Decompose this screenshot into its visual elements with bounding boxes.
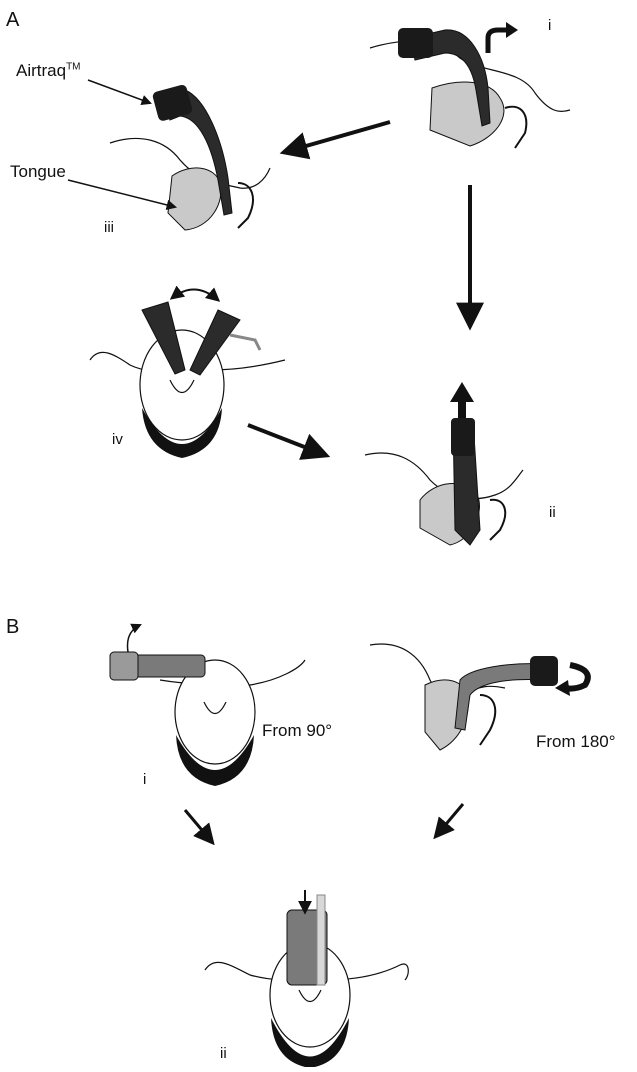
panel-a-i-lateral-view — [370, 22, 570, 148]
trachea — [505, 107, 526, 148]
panel-b-i-frontal-view — [110, 625, 305, 786]
panel-a-ii-lateral-view — [365, 382, 523, 545]
rotation-arrow — [488, 30, 508, 53]
step-label-b-i: i — [143, 772, 146, 787]
airtraq-eyepiece — [451, 418, 475, 456]
step-label-a-iv: iv — [112, 432, 123, 447]
tube — [317, 895, 325, 985]
tongue-shape — [430, 82, 504, 146]
panel-b-ii-frontal-view — [205, 890, 408, 1067]
arrow-b-180-to-ii — [436, 804, 463, 836]
airtraq-label: AirtraqTM — [16, 62, 81, 79]
panel-a-arrows — [68, 80, 470, 455]
airtraq-eyepiece — [110, 652, 138, 680]
step-label-b-ii: ii — [220, 1046, 227, 1061]
panel-label-a: A — [6, 10, 19, 30]
airtraq-label-trademark: TM — [66, 61, 80, 72]
panel-label-b: B — [6, 617, 19, 637]
tube — [230, 335, 260, 350]
step-label-a-iii: iii — [104, 220, 114, 235]
tongue-shape — [168, 168, 221, 230]
from-180-label: From 180° — [536, 733, 616, 750]
panel-a-iii-lateral-view — [110, 84, 270, 230]
trachea — [480, 695, 495, 745]
trachea — [238, 183, 253, 228]
lift-arrow — [128, 625, 141, 652]
airtraq-eyepiece — [530, 656, 558, 686]
arrow-iv-to-ii — [248, 425, 325, 455]
arrow-i-to-iii — [285, 122, 390, 152]
airtraq-eyepiece — [398, 28, 433, 58]
from-90-label: From 90° — [262, 722, 332, 739]
airtraq-pointer — [88, 80, 150, 103]
step-label-a-ii: ii — [549, 505, 556, 520]
tongue-label: Tongue — [10, 163, 66, 180]
motion-arrow — [172, 289, 218, 300]
panel-b-arrows — [185, 804, 463, 842]
step-label-a-i: i — [548, 18, 551, 33]
arrow-b-i-to-ii — [185, 810, 212, 842]
airtraq-label-main: Airtraq — [16, 61, 66, 80]
tongue-pointer — [68, 180, 175, 207]
trachea — [490, 500, 505, 540]
